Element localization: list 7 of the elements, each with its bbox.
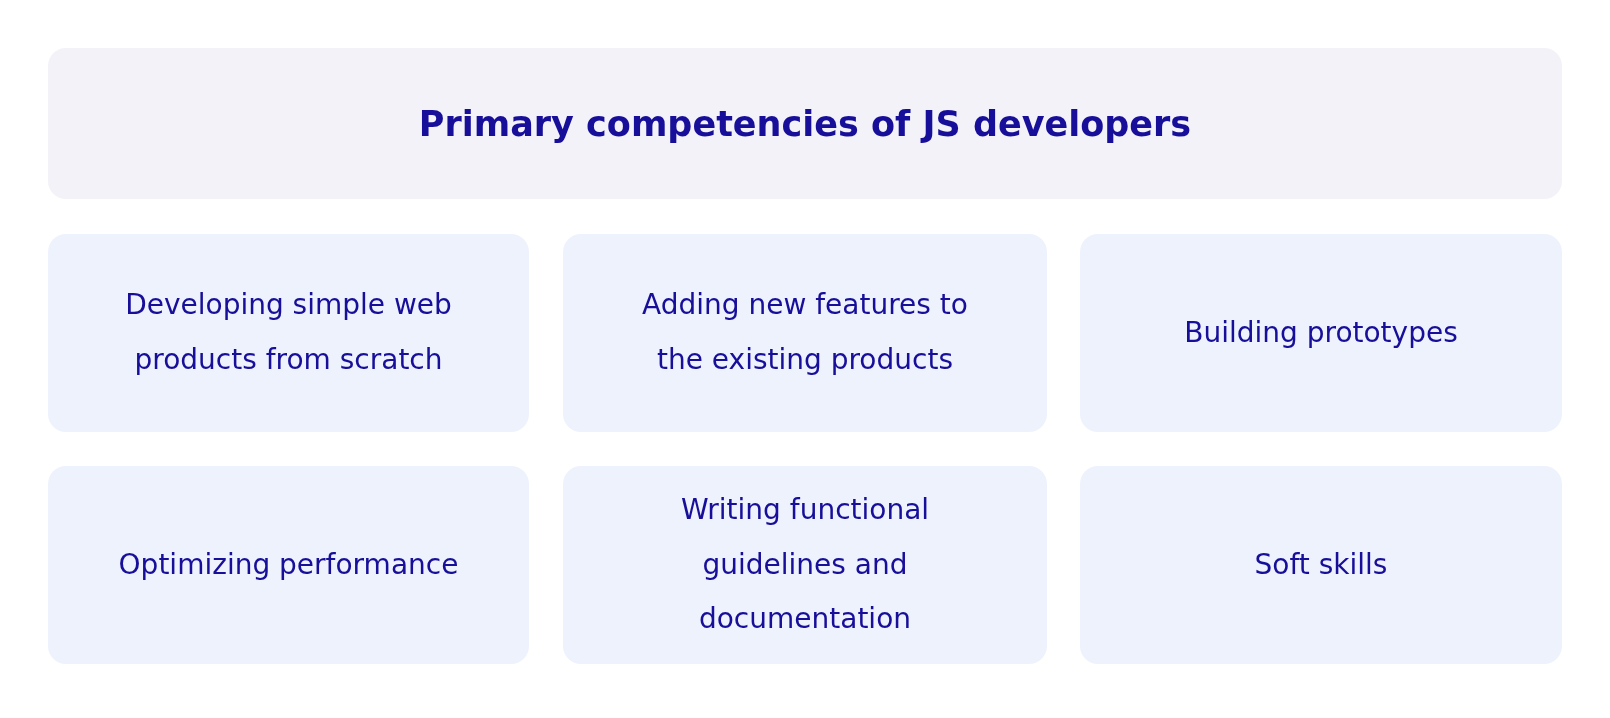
competency-card: Optimizing performance	[48, 466, 529, 664]
competency-card: Developing simple web products from scratch	[48, 234, 529, 432]
title-banner: Primary competencies of JS developers	[48, 48, 1562, 199]
competency-card: Adding new features to the existing products	[563, 234, 1047, 432]
competency-card: Building prototypes	[1080, 234, 1562, 432]
competency-card: Writing functional guidelines and documentation	[563, 466, 1047, 664]
competency-card: Soft skills	[1080, 466, 1562, 664]
